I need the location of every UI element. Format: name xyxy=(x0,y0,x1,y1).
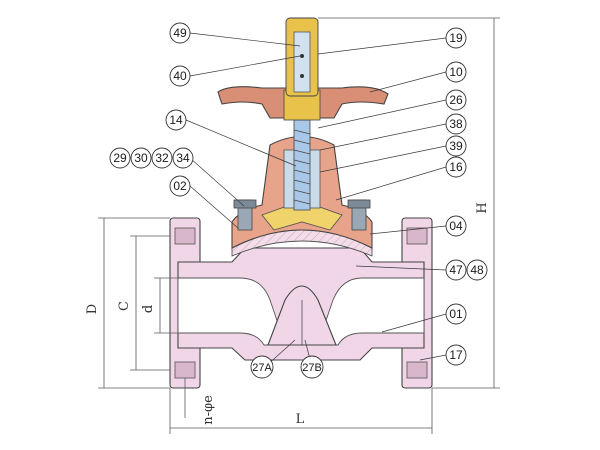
svg-text:39: 39 xyxy=(449,139,463,153)
left-bonnet-nut xyxy=(233,199,257,209)
callout-47: 47 xyxy=(445,259,467,281)
bonnet xyxy=(231,119,373,249)
left-bolt-hole-bottom xyxy=(174,361,196,379)
callout-39: 39 xyxy=(445,135,467,157)
svg-text:29: 29 xyxy=(113,151,127,165)
callout-14: 14 xyxy=(165,109,187,131)
svg-text:01: 01 xyxy=(449,307,463,321)
callout-38: 38 xyxy=(445,113,467,135)
svg-text:48: 48 xyxy=(470,263,484,277)
svg-text:17: 17 xyxy=(449,348,463,362)
callout-29: 29 xyxy=(109,147,131,169)
svg-text:16: 16 xyxy=(449,160,463,174)
svg-text:34: 34 xyxy=(176,151,190,165)
dimension-lines xyxy=(98,17,500,434)
svg-text:38: 38 xyxy=(449,117,463,131)
dim-label-ne: n-φe xyxy=(201,395,216,425)
svg-text:40: 40 xyxy=(173,69,187,83)
svg-text:27B: 27B xyxy=(302,362,322,374)
callout-48: 48 xyxy=(466,259,488,281)
callout-04: 04 xyxy=(445,215,467,237)
callout-49: 49 xyxy=(169,22,191,44)
callout-30: 30 xyxy=(130,147,152,169)
svg-text:47: 47 xyxy=(449,263,463,277)
position-indicator xyxy=(285,17,319,97)
dim-label-C: C xyxy=(117,301,132,311)
dim-label-H: H xyxy=(475,202,490,213)
svg-text:10: 10 xyxy=(449,65,463,79)
svg-text:49: 49 xyxy=(173,26,187,40)
dim-label-L: L xyxy=(296,412,305,427)
callout-40: 40 xyxy=(169,65,191,87)
svg-text:27A: 27A xyxy=(252,362,272,374)
valve-body xyxy=(169,217,433,389)
svg-text:30: 30 xyxy=(134,151,148,165)
flow-bore xyxy=(177,277,425,346)
dim-label-d: d xyxy=(141,305,156,313)
callout-02: 02 xyxy=(169,175,191,197)
indicator-window xyxy=(293,31,311,93)
callout-01: 01 xyxy=(445,303,467,325)
svg-text:26: 26 xyxy=(449,93,463,107)
right-bonnet-nut xyxy=(347,199,371,209)
callout-34: 34 xyxy=(172,147,194,169)
callout-27b: 27B xyxy=(300,355,324,379)
svg-text:02: 02 xyxy=(173,179,187,193)
svg-text:04: 04 xyxy=(449,219,463,233)
svg-text:32: 32 xyxy=(155,151,169,165)
callout-27a: 27A xyxy=(250,355,274,379)
right-bolt-hole-bottom xyxy=(406,361,428,379)
right-bolt-hole-top xyxy=(406,227,428,245)
callout-26: 26 xyxy=(445,89,467,111)
callout-19: 19 xyxy=(445,27,467,49)
callout-10: 10 xyxy=(445,61,467,83)
left-bolt-hole-top xyxy=(174,227,196,245)
dim-label-D: D xyxy=(85,304,100,314)
callout-17: 17 xyxy=(445,344,467,366)
svg-text:19: 19 xyxy=(449,31,463,45)
callout-16: 16 xyxy=(445,156,467,178)
svg-text:14: 14 xyxy=(169,113,183,127)
callout-32: 32 xyxy=(151,147,173,169)
